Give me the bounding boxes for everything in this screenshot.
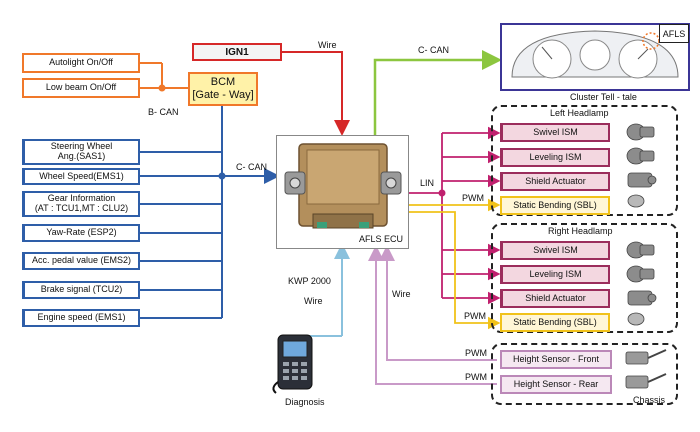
diagnosis-label: Diagnosis (285, 397, 325, 407)
height-sensor-rear: Height Sensor - Rear (500, 375, 612, 394)
pwm-front-label: PWM (465, 348, 487, 358)
c-can-top-label: C- CAN (418, 45, 449, 55)
right-sbl-label: Static Bending (SBL) (513, 316, 597, 327)
yaw-rate-input: Yaw-Rate (ESP2) (22, 224, 140, 242)
engine-speed-input: Engine speed (EMS1) (22, 309, 140, 327)
b-can-label: B- CAN (148, 107, 179, 117)
cluster-panel (500, 23, 690, 91)
lin-label: LIN (420, 178, 435, 188)
pwm-rear-label: PWM (465, 372, 487, 382)
low-beam-label: Low beam On/Off (45, 82, 117, 93)
right-swivel-ism: Swivel ISM (500, 241, 610, 260)
wheel-speed-label: Wheel Speed(EMS1) (39, 170, 124, 181)
ccan-cluster-line (373, 50, 502, 135)
low-beam-input: Low beam On/Off (22, 78, 140, 98)
ecu-module-icon (284, 143, 402, 229)
left-static-bending: Static Bending (SBL) (500, 196, 610, 215)
diagnosis-scanner-icon (272, 334, 313, 394)
brake-input: Brake signal (TCU2) (22, 281, 140, 299)
engine-speed-label: Engine speed (EMS1) (37, 312, 126, 323)
height-sensor-front: Height Sensor - Front (500, 350, 612, 369)
right-leveling-label: Leveling ISM (529, 268, 582, 279)
ecu-label: AFLS ECU (358, 234, 403, 244)
gear-info-label: Gear Information (AT : TCU1,MT : CLU2) (34, 193, 129, 213)
autolight-input: Autolight On/Off (22, 53, 140, 73)
bcm-subtitle: [Gate - Way] (192, 89, 254, 101)
ign-wire (282, 51, 350, 136)
height-sensor-icons (625, 349, 667, 389)
left-shield-label: Shield Actuator (525, 175, 586, 186)
autolight-label: Autolight On/Off (49, 57, 113, 68)
afls-telltale-tag: AFLS (659, 24, 689, 43)
bcm-box: BCM [Gate - Way] (188, 72, 258, 106)
left-actuator-icons (626, 123, 657, 208)
right-leveling-ism: Leveling ISM (500, 265, 610, 284)
left-leveling-label: Leveling ISM (529, 151, 582, 162)
ccan-bus-lines (140, 105, 280, 319)
pwm-lines (409, 198, 501, 330)
right-headlamp-title: Right Headlamp (548, 226, 613, 236)
cluster-caption: Cluster Tell - tale (570, 92, 637, 102)
pwm-right-label: PWM (464, 311, 486, 321)
height-sensor-rear-label: Height Sensor - Rear (513, 378, 599, 389)
sensor-wires (368, 245, 497, 385)
ign1-box: IGN1 (192, 43, 282, 61)
afls-ecu: AFLS ECU (276, 135, 409, 249)
left-sbl-label: Static Bending (SBL) (513, 199, 597, 210)
acc-pedal-label: Acc. pedal value (EMS2) (31, 255, 132, 266)
left-leveling-ism: Leveling ISM (500, 148, 610, 167)
ign1-label: IGN1 (225, 46, 249, 58)
lin-lines (409, 126, 501, 305)
acc-pedal-input: Acc. pedal value (EMS2) (22, 252, 140, 270)
lin-junction (438, 189, 446, 197)
steering-input: Steering Wheel Ang.(SAS1) (22, 139, 140, 165)
kwp-label: KWP 2000 (288, 276, 331, 286)
c-can-mid-label: C- CAN (236, 162, 267, 172)
left-shield-actuator: Shield Actuator (500, 172, 610, 191)
left-swivel-ism: Swivel ISM (500, 123, 610, 142)
left-headlamp-title: Left Headlamp (550, 108, 609, 118)
bcm-title: BCM (210, 75, 236, 88)
right-swivel-label: Swivel ISM (533, 244, 578, 255)
ccan-junction (218, 172, 226, 180)
bcan-junction (158, 84, 166, 92)
right-shield-actuator: Shield Actuator (500, 289, 610, 308)
gear-info-input: Gear Information (AT : TCU1,MT : CLU2) (22, 191, 140, 217)
left-swivel-label: Swivel ISM (533, 126, 578, 137)
wire-ign-label: Wire (318, 40, 337, 50)
right-shield-label: Shield Actuator (525, 292, 586, 303)
wire-diag-label: Wire (304, 296, 323, 306)
bcan-lines (140, 62, 188, 89)
pwm-left-label: PWM (462, 193, 484, 203)
left-headlamp-group (491, 105, 678, 216)
right-headlamp-group (491, 223, 678, 333)
wheel-speed-input: Wheel Speed(EMS1) (22, 168, 140, 185)
chassis-label: Chassis (633, 395, 666, 405)
right-actuator-icons (626, 241, 657, 326)
height-sensor-front-label: Height Sensor - Front (512, 353, 600, 364)
chassis-group (491, 343, 678, 405)
cluster-gauge-icon (511, 30, 679, 79)
wire-sensor-label: Wire (392, 289, 411, 299)
brake-label: Brake signal (TCU2) (40, 284, 123, 295)
steering-label: Steering Wheel Ang.(SAS1) (50, 141, 113, 161)
right-static-bending: Static Bending (SBL) (500, 313, 610, 332)
yaw-rate-label: Yaw-Rate (ESP2) (46, 227, 117, 238)
